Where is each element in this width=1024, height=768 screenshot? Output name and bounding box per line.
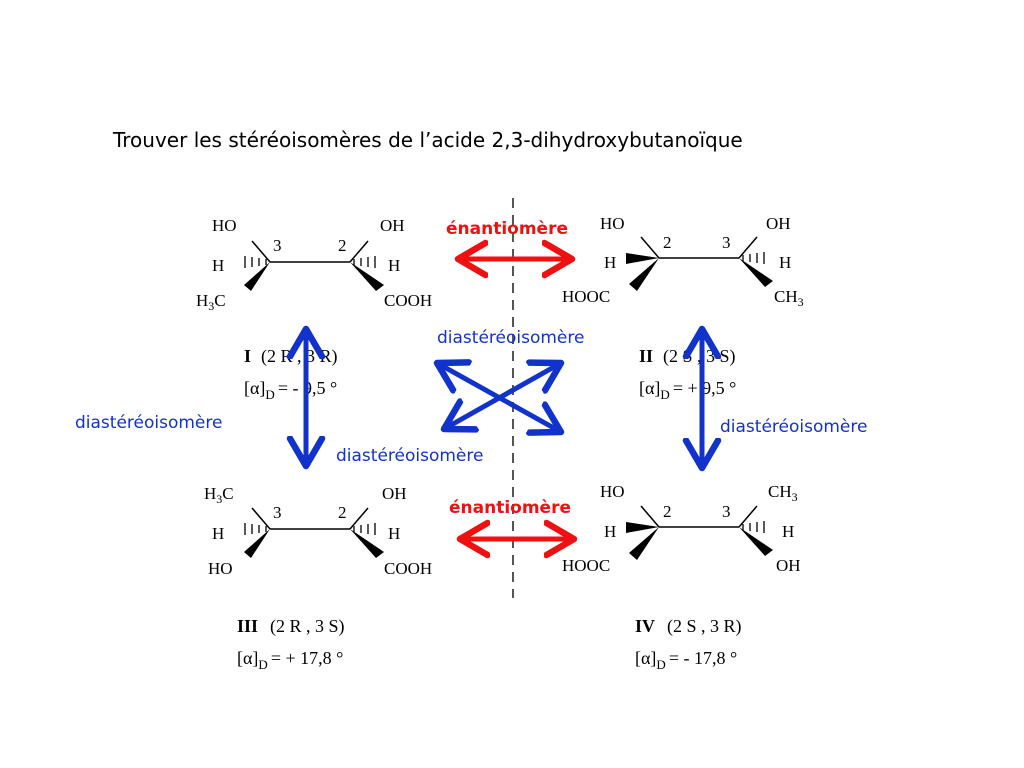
mol-IV-rotation-sub: D (656, 657, 665, 672)
mol-I-right-bot: COOH (384, 291, 432, 310)
svg-text:I(2 R , 3 R): I (2 R , 3 R) (244, 346, 338, 367)
mol-III-right-top: OH (382, 484, 407, 503)
mol-II-rotation-value: = + 9,5 ° (673, 378, 737, 398)
mol-III-left-top-sub: 3 (216, 492, 222, 506)
mol-IV-left-top: HO (600, 482, 625, 501)
mol-I-left-bot-sub: 3 (208, 299, 214, 313)
mol-I-carbon-2-label: 2 (338, 236, 347, 255)
mol-I-rotation-sub: D (265, 387, 274, 402)
mol-I-roman: I (244, 346, 251, 366)
diastereomer-label-center-bottom: diastéréoisomère (336, 446, 483, 466)
svg-text:II(2 S , 3 S): II (2 S , 3 S) (639, 346, 736, 367)
mol-II-left-bot: HOOC (562, 287, 610, 306)
mol-II-left-mid: H (604, 253, 616, 272)
mol-II-rotation-label: [α] (639, 378, 660, 398)
svg-text:[α]D= + 9,5 °: [α]D = + 9,5 ° (639, 378, 736, 402)
mol-II-rotation-sub: D (660, 387, 669, 402)
mol-I-left-bot-c: C (214, 291, 225, 310)
mol-IV-right-mid: H (782, 522, 794, 541)
mol-III-rotation-value: = + 17,8 ° (271, 648, 344, 668)
mol-I-carbon-3-label: 3 (273, 236, 282, 255)
diastereomer-label-center-top: diastéréoisomère (437, 328, 584, 348)
mol-II-roman: II (639, 346, 653, 366)
enantiomer-label-bottom: énantiomère (449, 498, 571, 518)
mol-II-config: (2 S , 3 S) (663, 346, 736, 367)
mol-I-left-bot-h: H (196, 291, 208, 310)
enantiomer-label-top: énantiomère (446, 219, 568, 239)
svg-text:H3C: H3C (204, 484, 234, 506)
mol-III-rotation-label: [α] (237, 648, 258, 668)
mol-II-right-top: OH (766, 214, 791, 233)
mol-III-left-bot: HO (208, 559, 233, 578)
mol-II-right-bot-ch: CH (774, 287, 798, 306)
mol-I-right-top: OH (380, 216, 405, 235)
mol-III-config: (2 R , 3 S) (270, 616, 345, 637)
svg-text:[α]D= - 17,8 °: [α]D = - 17,8 ° (635, 648, 737, 672)
mol-III-roman: III (237, 616, 258, 636)
mol-III-right-mid: H (388, 524, 400, 543)
mol-I-config: (2 R , 3 R) (261, 346, 338, 367)
slide-title: Trouver les stéréoisomères de l’acide 2,… (113, 128, 743, 152)
mol-I-left-mid: H (212, 256, 224, 275)
mol-I-right-mid: H (388, 256, 400, 275)
mol-III-carbon-3-label: 3 (273, 503, 282, 522)
svg-text:H3C: H3C (196, 291, 226, 313)
mol-I-rotation-label: [α] (244, 378, 265, 398)
mol-III-left-top-c: C (222, 484, 233, 503)
diastereomer-label-left: diastéréoisomère (75, 413, 222, 433)
mol-III-right-bot: COOH (384, 559, 432, 578)
svg-text:IV(2 S , 3 R): IV (2 S , 3 R) (635, 616, 742, 637)
mol-II-carbon-3-label: 3 (722, 233, 731, 252)
mol-IV-carbon-3-label: 3 (722, 502, 731, 521)
mol-IV-roman: IV (635, 616, 655, 636)
mol-III-left-mid: H (212, 524, 224, 543)
mol-III-rotation-sub: D (258, 657, 267, 672)
svg-text:[α]D= - 9,5 °: [α]D= - 9,5 ° (244, 378, 337, 402)
svg-text:III(2 R , 3 S): III (2 R , 3 S) (237, 616, 345, 637)
mol-IV-rotation-label: [α] (635, 648, 656, 668)
molecule-III: H3C H HO 3 2 OH H COOH III(2 R , 3 S) [α… (204, 484, 432, 672)
mol-II-right-bot-sub: 3 (798, 295, 804, 309)
mol-IV-left-bot: HOOC (562, 556, 610, 575)
mol-IV-right-top-ch: CH (768, 482, 792, 501)
mol-IV-right-top-sub: 3 (792, 490, 798, 504)
svg-text:[α]D= + 17,8 °: [α]D = + 17,8 ° (237, 648, 343, 672)
mol-II-right-mid: H (779, 253, 791, 272)
mol-III-carbon-2-label: 2 (338, 503, 347, 522)
mol-III-left-top-h: H (204, 484, 216, 503)
mol-II-carbon-2-label: 2 (663, 233, 672, 252)
diastereomer-arrow-cross-2 (444, 363, 561, 429)
molecule-IV: HO H HOOC 2 3 CH3 H OH IV(2 S , 3 R) [α]… (562, 482, 801, 672)
mol-IV-left-mid: H (604, 522, 616, 541)
mol-IV-rotation-value: = - 17,8 ° (669, 648, 737, 668)
mol-II-left-top: HO (600, 214, 625, 233)
diastereomer-label-right: diastéréoisomère (720, 417, 867, 437)
mol-IV-config: (2 S , 3 R) (667, 616, 742, 637)
svg-text:CH3: CH3 (768, 482, 798, 504)
molecule-II: HO H HOOC 2 3 OH H CH3 II(2 S , 3 S) [α]… (562, 214, 804, 402)
mol-IV-right-bot: OH (776, 556, 801, 575)
mol-I-left-top: HO (212, 216, 237, 235)
mol-IV-carbon-2-label: 2 (663, 502, 672, 521)
molecule-I: HO H H3C 3 2 OH H COOH I(2 R , 3 R) [α]D… (196, 216, 432, 402)
svg-text:CH3: CH3 (774, 287, 804, 309)
